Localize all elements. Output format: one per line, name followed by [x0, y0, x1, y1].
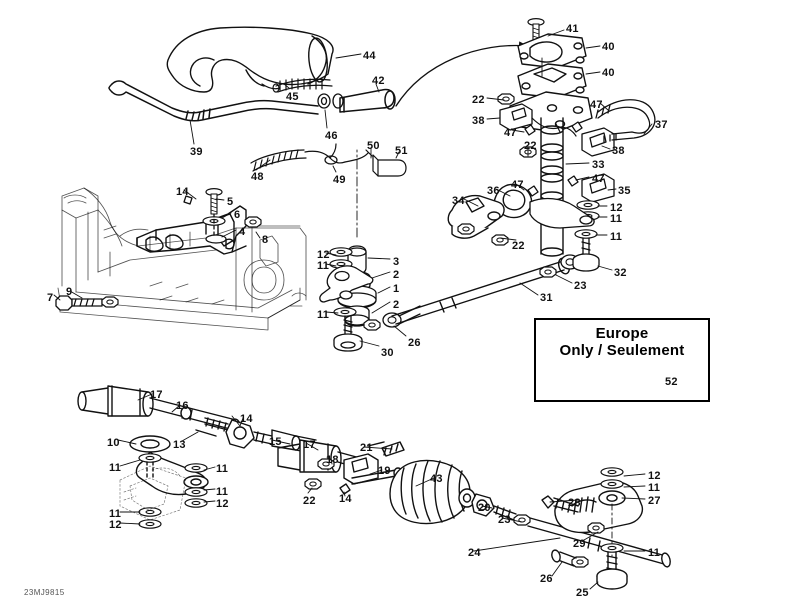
- part-callout-50: 50: [367, 140, 380, 152]
- part-callout-20: 20: [478, 502, 491, 514]
- part-callout-1: 1: [393, 283, 400, 295]
- part-callout-47: 47: [592, 173, 605, 185]
- part-callout-11: 11: [109, 508, 122, 520]
- europe-note-line1: Europe: [595, 325, 649, 342]
- part-callout-29: 29: [573, 538, 586, 550]
- part-callout-28: 28: [568, 497, 581, 509]
- sheet-id-code: 23MJ9815: [24, 588, 65, 597]
- part-callout-33: 33: [592, 159, 605, 171]
- part-callout-24: 24: [468, 547, 481, 559]
- europe-only-callout-box: Europe Only / Seulement: [534, 318, 710, 402]
- part-callout-19: 19: [378, 465, 391, 477]
- part-callout-52: 52: [665, 376, 678, 388]
- part-callout-41: 41: [566, 23, 579, 35]
- part-callout-12: 12: [648, 470, 661, 482]
- part-callout-14: 14: [339, 493, 352, 505]
- part-callout-26: 26: [408, 337, 421, 349]
- part-callout-9: 9: [66, 286, 73, 298]
- part-callout-11: 11: [216, 463, 229, 475]
- part-callout-11: 11: [648, 547, 661, 559]
- part-callout-30: 30: [381, 347, 394, 359]
- part-callout-11: 11: [317, 309, 330, 321]
- part-callout-32: 32: [614, 267, 627, 279]
- part-callout-5: 5: [227, 196, 234, 208]
- part-callout-6: 6: [234, 209, 241, 221]
- part-callout-47: 47: [504, 127, 517, 139]
- part-callout-40: 40: [602, 41, 615, 53]
- part-callout-12: 12: [216, 498, 229, 510]
- part-callout-3: 3: [393, 256, 400, 268]
- part-callout-13: 13: [173, 439, 186, 451]
- part-callout-35: 35: [618, 185, 631, 197]
- part-callout-12: 12: [610, 202, 623, 214]
- part-callout-7: 7: [47, 292, 54, 304]
- part-callout-23: 23: [574, 280, 587, 292]
- part-callout-34: 34: [452, 195, 465, 207]
- part-callout-21: 21: [360, 442, 373, 454]
- part-callout-17: 17: [303, 439, 316, 451]
- europe-note-line2: Only / Seulement: [559, 342, 685, 359]
- part-callout-39: 39: [190, 146, 203, 158]
- part-callout-49: 49: [333, 174, 346, 186]
- part-callout-27: 27: [648, 495, 661, 507]
- part-callout-11: 11: [317, 260, 330, 272]
- part-callout-11: 11: [216, 486, 229, 498]
- part-callout-38: 38: [472, 115, 485, 127]
- part-callout-45: 45: [286, 91, 299, 103]
- part-callout-11: 11: [648, 482, 661, 494]
- part-callout-26: 26: [540, 573, 553, 585]
- part-callout-42: 42: [372, 75, 385, 87]
- part-callout-22: 22: [303, 495, 316, 507]
- part-callout-14: 14: [240, 413, 253, 425]
- part-callout-11: 11: [610, 213, 623, 225]
- part-callout-10: 10: [107, 437, 120, 449]
- part-callout-16: 16: [176, 400, 189, 412]
- part-callout-47: 47: [511, 179, 524, 191]
- part-callout-44: 44: [363, 50, 376, 62]
- part-callout-4: 4: [239, 226, 246, 238]
- part-callout-36: 36: [487, 185, 500, 197]
- part-callout-8: 8: [262, 234, 269, 246]
- part-callout-31: 31: [540, 292, 553, 304]
- part-callout-38: 38: [612, 145, 625, 157]
- part-callout-12: 12: [109, 519, 122, 531]
- part-callout-2: 2: [393, 299, 400, 311]
- part-callout-46: 46: [325, 130, 338, 142]
- part-callout-23: 23: [498, 514, 511, 526]
- part-callout-22: 22: [524, 140, 537, 152]
- part-callout-15: 15: [269, 436, 282, 448]
- part-callout-47: 47: [590, 99, 603, 111]
- part-callout-11: 11: [610, 231, 623, 243]
- part-callout-40: 40: [602, 67, 615, 79]
- part-callout-51: 51: [395, 145, 408, 157]
- part-callout-37: 37: [655, 119, 668, 131]
- part-callout-14: 14: [176, 186, 189, 198]
- part-callout-22: 22: [512, 240, 525, 252]
- part-callout-17: 17: [150, 389, 163, 401]
- part-callout-43: 43: [430, 473, 443, 485]
- part-callout-18: 18: [326, 454, 339, 466]
- part-callout-2: 2: [393, 269, 400, 281]
- part-callout-22: 22: [472, 94, 485, 106]
- part-callout-12: 12: [317, 249, 330, 261]
- part-callout-11: 11: [109, 462, 122, 474]
- part-callout-48: 48: [251, 171, 264, 183]
- part-callout-25: 25: [576, 587, 589, 599]
